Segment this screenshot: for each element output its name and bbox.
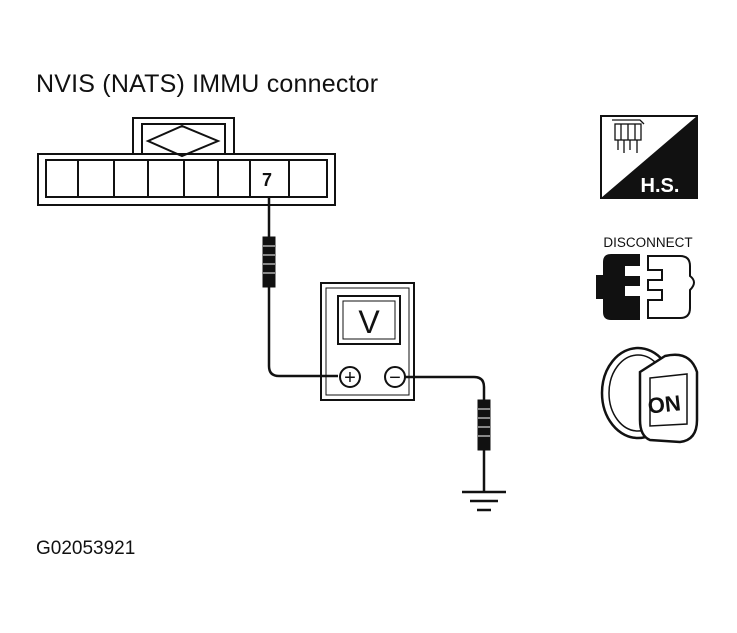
positive-lead-wire: [267, 287, 338, 378]
harness-side-icon: H.S.: [600, 115, 698, 199]
figure-code: G02053921: [36, 538, 136, 559]
terminal-7-label: 7: [262, 170, 272, 190]
positive-terminal: [339, 366, 361, 388]
negative-symbol: −: [389, 367, 401, 389]
negative-lead-wire: [405, 375, 486, 402]
negative-probe-handle: [477, 399, 491, 451]
voltmeter-body: [320, 282, 415, 401]
harness-connector-mini-icon: [612, 119, 645, 153]
ignition-on-label: ON: [647, 390, 682, 418]
positive-probe-handle: [262, 236, 276, 288]
ignition-on-icon: ON: [600, 346, 699, 444]
positive-probe: [262, 197, 276, 288]
connector-half-female: [647, 255, 695, 319]
connector-inner-frame: [45, 159, 328, 198]
ignition-key: [638, 353, 699, 444]
connector-half-male: [596, 254, 640, 320]
ground-symbol: [462, 490, 506, 512]
voltmeter-display: [337, 295, 401, 345]
disconnect-icon: [596, 254, 695, 320]
harness-side-label: H.S.: [641, 175, 680, 197]
diagram-title: NVIS (NATS) IMMU connector: [36, 70, 379, 98]
immu-connector: [37, 117, 336, 206]
negative-probe: [477, 399, 491, 492]
connector-lock-window: [141, 123, 226, 155]
voltmeter: [320, 282, 415, 401]
positive-symbol: +: [344, 367, 356, 389]
connector-lock-tab: [132, 117, 235, 154]
disconnect-label: DISCONNECT: [603, 235, 692, 250]
connector-lock-diamond: [145, 124, 221, 158]
voltmeter-unit-label: V: [358, 304, 380, 340]
